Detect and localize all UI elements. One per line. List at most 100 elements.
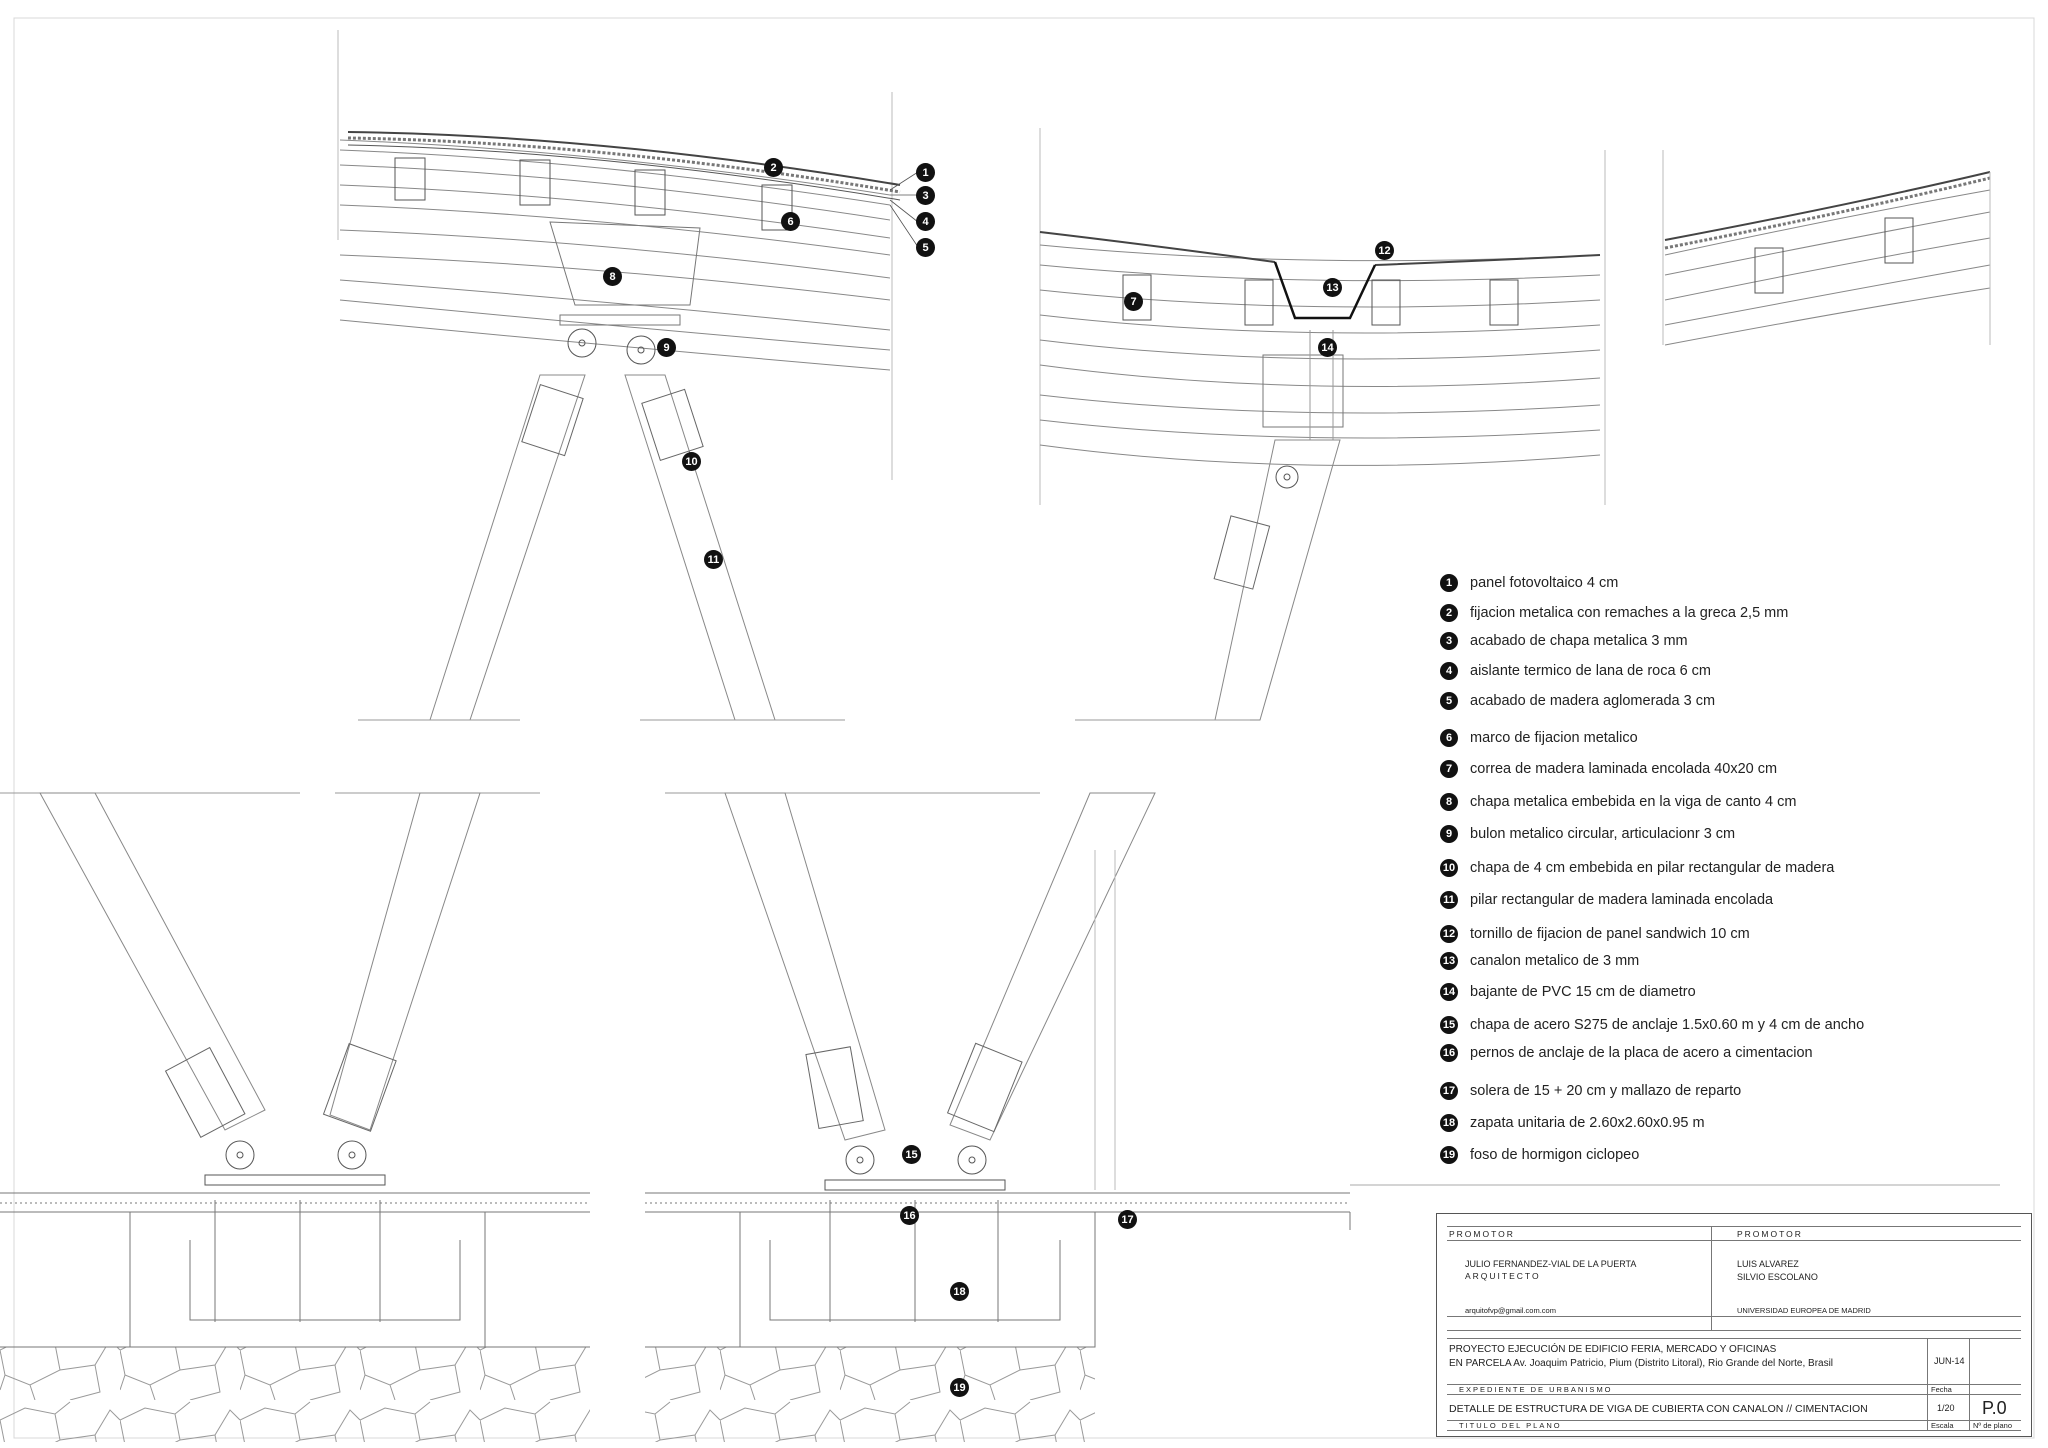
column-pair-center-lower <box>665 792 1156 1191</box>
legend-text: bulon metalico circular, articulacionr 3… <box>1470 826 1736 842</box>
legend-number: 6 <box>1440 729 1458 747</box>
legend-text: aislante termico de lana de roca 6 cm <box>1470 663 1711 679</box>
legend-number: 10 <box>1440 859 1458 877</box>
legend-number: 16 <box>1440 1044 1458 1062</box>
legend-text: bajante de PVC 15 cm de diametro <box>1470 984 1696 1000</box>
roof-beam-center-gutter <box>1039 128 1606 721</box>
legend-number: 17 <box>1440 1082 1458 1100</box>
legend-text: tornillo de fijacion de panel sandwich 1… <box>1470 926 1750 942</box>
legend-text: marco de fijacion metalico <box>1470 730 1638 746</box>
legend-text: solera de 15 + 20 cm y mallazo de repart… <box>1470 1083 1742 1099</box>
university: UNIVERSIDAD EUROPEA DE MADRID <box>1737 1306 1871 1315</box>
legend-number: 9 <box>1440 825 1458 843</box>
legend-item: 3 acabado de chapa metalica 3 mm <box>1440 628 1688 654</box>
legend-text: correa de madera laminada encolada 40x20… <box>1470 761 1778 777</box>
promotor-label: PROMOTOR <box>1449 1229 1515 1239</box>
legend-number: 1 <box>1440 574 1458 592</box>
legend-number: 19 <box>1440 1146 1458 1164</box>
ground-slab <box>0 1184 2000 1230</box>
project-title: PROYECTO EJECUCIÓN DE EDIFICIO FERIA, ME… <box>1449 1344 1777 1355</box>
callout-18: 18 <box>950 1282 969 1301</box>
legend-text: canalon metalico de 3 mm <box>1470 953 1640 969</box>
legend-text: acabado de chapa metalica 3 mm <box>1470 633 1688 649</box>
callout-15: 15 <box>902 1145 921 1164</box>
title-block: PROMOTOR PROMOTOR JULIO FERNANDEZ-VIAL D… <box>1436 1213 2032 1437</box>
promotor-label: PROMOTOR <box>1737 1229 1803 1239</box>
architect-role: ARQUITECTO <box>1465 1271 1541 1281</box>
legend-number: 4 <box>1440 662 1458 680</box>
legend-item: 11 pilar rectangular de madera laminada e… <box>1440 887 1773 913</box>
legend-text: foso de hormigon ciclopeo <box>1470 1147 1640 1163</box>
legend-text: pilar rectangular de madera laminada enc… <box>1470 892 1774 908</box>
callout-19: 19 <box>950 1378 969 1397</box>
legend-text: acabado de madera aglomerada 3 cm <box>1470 693 1716 709</box>
legend-number: 7 <box>1440 760 1458 778</box>
callout-2: 2 <box>764 158 783 177</box>
plan-number: P.0 <box>1982 1398 2007 1418</box>
callout-8: 8 <box>603 267 622 286</box>
legend-text: panel fotovoltaico 4 cm <box>1470 575 1619 591</box>
plan-number-label: Nº de plano <box>1973 1421 2013 1430</box>
client-name: LUIS ALVAREZ <box>1737 1259 1799 1269</box>
plan-title: DETALLE DE ESTRUCTURA DE VIGA DE CUBIERT… <box>1449 1403 1868 1415</box>
legend-item: 7 correa de madera laminada encolada 40x2… <box>1440 756 1777 782</box>
scale-label: Escala <box>1931 1421 1954 1430</box>
architect-name: JULIO FERNANDEZ-VIAL DE LA PUERTA <box>1465 1259 1637 1269</box>
callout-11: 11 <box>704 550 723 569</box>
legend-item: 15 chapa de acero S275 de anclaje 1.5x0.6… <box>1440 1012 1864 1038</box>
legend-number: 11 <box>1440 891 1458 909</box>
legend-number: 3 <box>1440 632 1458 650</box>
leader-lines <box>889 171 919 248</box>
footings <box>0 1200 1096 1442</box>
column-pair-left-lower <box>0 792 540 1186</box>
client-name: SILVIO ESCOLANO <box>1737 1272 1818 1282</box>
legend-text: chapa metalica embebida en la viga de ca… <box>1470 794 1797 810</box>
legend-item: 12 tornillo de fijacion de panel sandwich… <box>1440 921 1750 947</box>
callout-7: 7 <box>1124 292 1143 311</box>
legend-item: 10 chapa de 4 cm embebida en pilar rectan… <box>1440 855 1834 881</box>
callout-16: 16 <box>900 1206 919 1225</box>
plan-title-label: TITULO DEL PLANO <box>1459 1421 1562 1430</box>
callout-5: 5 <box>916 238 935 257</box>
roof-beam-left <box>337 30 901 480</box>
callout-17: 17 <box>1118 1210 1137 1229</box>
legend-number: 8 <box>1440 793 1458 811</box>
callout-9: 9 <box>657 338 676 357</box>
roof-beam-right <box>1662 150 1991 346</box>
legend-number: 14 <box>1440 983 1458 1001</box>
legend-number: 12 <box>1440 925 1458 943</box>
legend-item: 4 aislante termico de lana de roca 6 cm <box>1440 658 1711 684</box>
legend-item: 8 chapa metalica embebida en la viga de c… <box>1440 789 1796 815</box>
legend-item: 9 bulon metalico circular, articulacionr … <box>1440 821 1735 847</box>
date-label: Fecha <box>1931 1385 1952 1394</box>
legend-item: 17 solera de 15 + 20 cm y mallazo de repa… <box>1440 1078 1741 1104</box>
legend-text: zapata unitaria de 2.60x2.60x0.95 m <box>1470 1115 1705 1131</box>
legend-text: fijacion metalica con remaches a la grec… <box>1470 605 1789 621</box>
legend-item: 13 canalon metalico de 3 mm <box>1440 948 1639 974</box>
callout-13: 13 <box>1323 278 1342 297</box>
legend-text: chapa de acero S275 de anclaje 1.5x0.60 … <box>1470 1017 1865 1033</box>
legend-number: 13 <box>1440 952 1458 970</box>
callout-4: 4 <box>916 212 935 231</box>
legend-item: 2 fijacion metalica con remaches a la gre… <box>1440 600 1788 626</box>
legend-item: 14 bajante de PVC 15 cm de diametro <box>1440 979 1696 1005</box>
legend-number: 15 <box>1440 1016 1458 1034</box>
callout-10: 10 <box>682 452 701 471</box>
column-pair-left-upper <box>358 374 845 721</box>
legend-number: 2 <box>1440 604 1458 622</box>
legend-item: 6 marco de fijacion metalico <box>1440 725 1638 751</box>
legend-item: 1 panel fotovoltaico 4 cm <box>1440 570 1618 596</box>
callout-12: 12 <box>1375 241 1394 260</box>
callout-3: 3 <box>916 186 935 205</box>
legend-text: chapa de 4 cm embebida en pilar rectangu… <box>1470 860 1835 876</box>
scale: 1/20 <box>1937 1403 1955 1413</box>
legend-number: 18 <box>1440 1114 1458 1132</box>
callout-6: 6 <box>781 212 800 231</box>
legend-item: 18 zapata unitaria de 2.60x2.60x0.95 m <box>1440 1110 1705 1136</box>
date: JUN-14 <box>1934 1356 1965 1366</box>
email: arquitofvp@gmail.com.com <box>1465 1306 1556 1315</box>
callout-14: 14 <box>1318 338 1337 357</box>
